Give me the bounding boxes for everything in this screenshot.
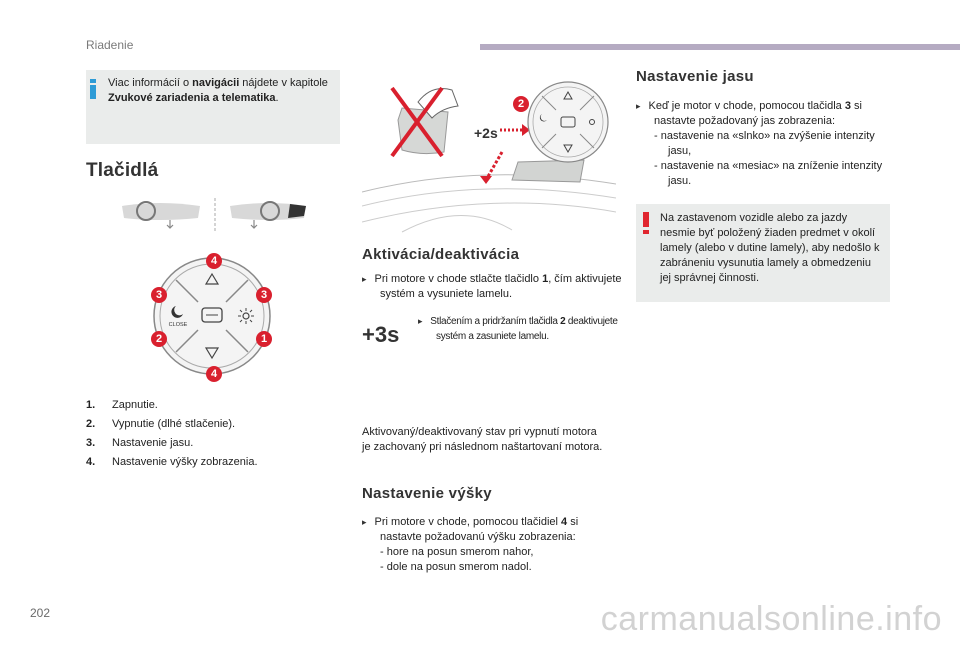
info-icon — [90, 79, 96, 99]
head-up-display-illustration: +2s — [362, 81, 616, 233]
callout-badge: 4 — [206, 253, 222, 269]
warning-icon — [643, 212, 649, 234]
callout-badge: 2 — [151, 331, 167, 347]
arrow-bullet-icon: ▸ — [636, 101, 641, 111]
moon-icon — [171, 306, 183, 318]
callout-badge: 3 — [151, 287, 167, 303]
info-note-panel — [86, 70, 340, 144]
brightness-step: ▸Keď je motor v chode, pomocou tlačidla … — [636, 100, 862, 127]
state-memory-note: Aktivovaný/deaktivovaný stav pri vypnutí… — [362, 426, 603, 453]
brightness-option: - nastavenie na «mesiac» na zníženie int… — [654, 160, 883, 187]
close-label: CLOSE — [169, 322, 188, 328]
legend-item: 1.Zapnutie. — [86, 399, 158, 411]
activation-section-title: Aktivácia/deaktivácia — [362, 246, 520, 263]
height-option: - hore na posun smerom nahor, — [380, 546, 534, 558]
height-section-title: Nastavenie výšky — [362, 485, 492, 502]
control-pad-diagram: CLOSE — [153, 257, 271, 375]
arrow-bullet-icon: ▸ — [418, 316, 423, 326]
page-number: 202 — [30, 606, 51, 620]
hold-label-short: +2s — [474, 125, 498, 141]
warning-note-text: Na zastavenom vozidle alebo za jazdy nes… — [660, 212, 880, 284]
triangle-down-icon — [204, 347, 220, 360]
dashboard-location-illustration — [122, 198, 306, 232]
height-step: ▸Pri motore v chode, pomocou tlačidiel 4… — [362, 516, 579, 543]
activation-step-2: ▸Stlačením a pridržaním tlačidla 2 deakt… — [418, 316, 618, 342]
warning-note-panel — [636, 204, 890, 302]
sun-icon — [238, 308, 254, 324]
brightness-instructions: ▸Keď je motor v chode, pomocou tlačidla … — [636, 99, 892, 189]
triangle-up-icon — [204, 272, 220, 285]
brightness-section-title: Nastavenie jasu — [636, 68, 754, 85]
callout-badge: 1 — [256, 331, 272, 347]
legend-item: 2.Vypnutie (dlhé stlačenie). — [86, 418, 236, 430]
hold-label-long: +3s — [362, 322, 400, 347]
callout-badge: 3 — [256, 287, 272, 303]
height-option: - dole na posun smerom nadol. — [380, 561, 532, 573]
brightness-option: - nastavenie na «slnko» na zvýšenie inte… — [654, 130, 875, 157]
height-instructions: ▸Pri motore v chode, pomocou tlačidiel 4… — [362, 515, 614, 575]
header-accent-bar — [480, 44, 960, 50]
watermark: carmanualsonline.info — [600, 600, 942, 638]
buttons-section-title: Tlačidlá — [86, 160, 159, 181]
legend-item: 4.Nastavenie výšky zobrazenia. — [86, 456, 258, 468]
arrow-bullet-icon: ▸ — [362, 517, 367, 527]
callout-badge: 4 — [206, 366, 222, 382]
button-legend: 1.Zapnutie. 2.Vypnutie (dlhé stlačenie).… — [86, 396, 258, 472]
activation-step-1: ▸Pri motore v chode stlačte tlačidlo 1, … — [362, 273, 622, 300]
windshield-icon — [201, 307, 223, 323]
callout-badge: 2 — [513, 96, 529, 112]
legend-item: 3.Nastavenie jasu. — [86, 437, 194, 449]
section-label: Riadenie — [86, 38, 134, 52]
arrow-bullet-icon: ▸ — [362, 274, 367, 284]
info-note-text: Viac informácií o navigácii nájdete v ka… — [108, 77, 328, 104]
